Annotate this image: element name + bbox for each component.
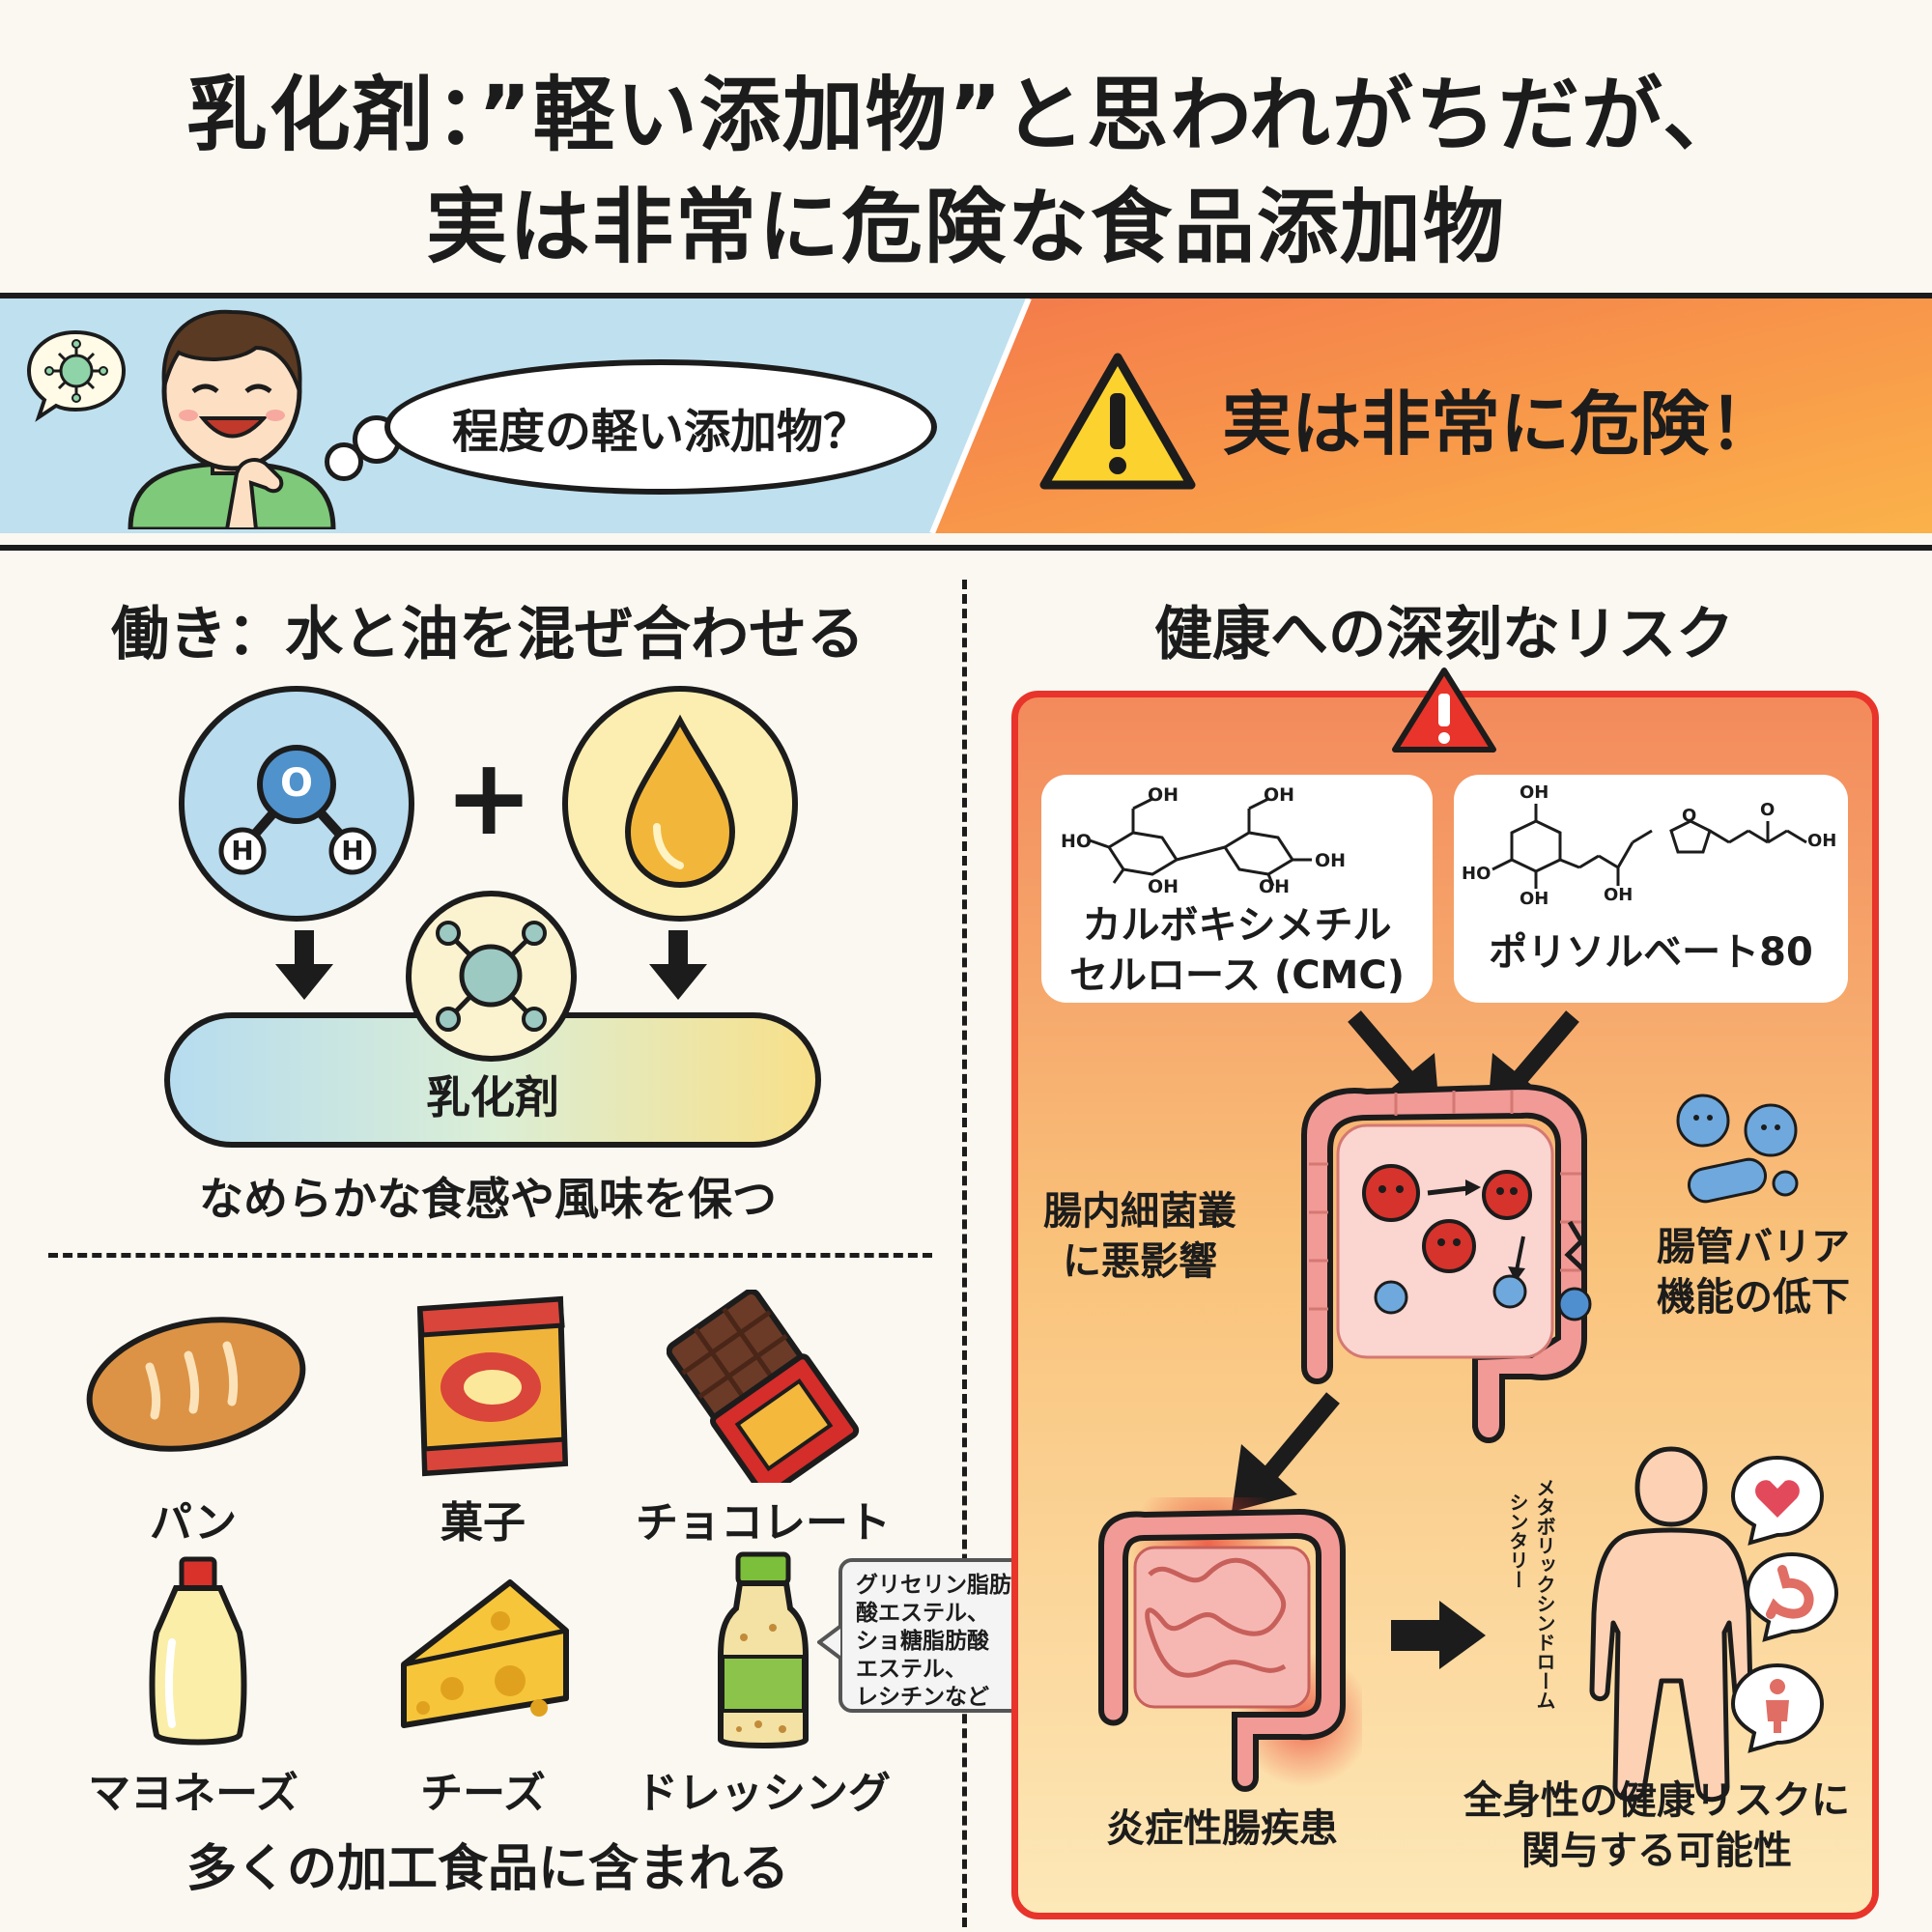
callout-line: グリセリン脂肪 xyxy=(856,1573,1011,1598)
food-label-chocolate: チョコレート xyxy=(636,1498,891,1548)
question-text: 程度の軽い添加物？ xyxy=(451,405,869,459)
emulsifier-label: 乳化剤 xyxy=(426,1071,559,1123)
water-circle: O H H xyxy=(179,686,414,922)
poly-o-ring: O xyxy=(1682,806,1697,826)
polysorbate-structure xyxy=(1492,804,1807,889)
microbiome-line1: 腸内細菌叢 xyxy=(1043,1189,1236,1234)
water-molecule-icon xyxy=(218,745,377,875)
plus-sign: + xyxy=(444,735,534,859)
callout-line: ショ糖脂肪酸 xyxy=(856,1629,989,1654)
snack-bag-icon xyxy=(416,1295,569,1477)
emulsifier-bar: 乳化剤 xyxy=(164,1012,821,1148)
poly-oh-3: OH xyxy=(1604,885,1634,905)
food-label-confectionery: 菓子 xyxy=(440,1498,526,1548)
foods-caption: 多くの加工食品に含まれる xyxy=(185,1840,789,1898)
barrier-line2: 機能の低下 xyxy=(1657,1275,1850,1320)
thought-dot-small xyxy=(325,442,363,481)
red-warning-icon xyxy=(1392,668,1496,753)
systemic-risk-label: 全身性の健康リスクに 関与する可能性 xyxy=(1449,1776,1864,1876)
large-intestine-illustration xyxy=(1301,1083,1592,1443)
food-label-dressing: ドレッシング xyxy=(636,1769,891,1818)
stomach-icon xyxy=(1745,1551,1839,1642)
callout-line: エステル、 xyxy=(856,1657,967,1682)
function-caption: なめらかな食感や風味を保つ xyxy=(199,1173,777,1225)
barrier-label: 腸管バリア 機能の低下 xyxy=(1642,1222,1864,1322)
cmc-oh-1: OH xyxy=(1148,784,1179,806)
barrier-line1: 腸管バリア xyxy=(1657,1225,1850,1269)
chocolate-icon xyxy=(667,1290,860,1483)
mayonnaise-icon xyxy=(149,1556,247,1746)
callout-line: レシチンなど xyxy=(856,1685,989,1710)
bad-bacteria-group xyxy=(1362,1164,1532,1273)
systemic-line1: 全身性の健康リスクに xyxy=(1463,1778,1850,1823)
heart-icon xyxy=(1730,1455,1825,1546)
main-title-line2: 実は非常に危険な食品添加物 xyxy=(425,180,1506,274)
cmc-ho-1: HO xyxy=(1061,831,1093,852)
danger-heading: 実は非常に危険！ xyxy=(1222,384,1779,465)
poly-oh-1: OH xyxy=(1520,782,1549,803)
cmc-structure xyxy=(1089,797,1312,887)
cmc-oh-4: OH xyxy=(1148,876,1179,897)
callout-pointer xyxy=(817,1623,842,1662)
arrow-to-body-icon xyxy=(1391,1601,1486,1669)
food-label-mayonnaise: マヨネーズ xyxy=(88,1769,298,1818)
systemic-line2: 関与する可能性 xyxy=(1521,1829,1792,1873)
food-label-bread: パン xyxy=(149,1498,238,1548)
poly-ho-1: HO xyxy=(1462,864,1492,884)
cmc-label-line1: カルボキシメチル xyxy=(1082,903,1392,948)
poly-oh-4: OH xyxy=(1807,831,1837,851)
cmc-oh-3: OH xyxy=(1315,850,1347,871)
emulsifier-types-callout: グリセリン脂肪 酸エステル、 ショ糖脂肪酸 エステル、 レシチンなど xyxy=(838,1558,1041,1713)
horizontal-divider xyxy=(48,1253,932,1258)
callout-line: 酸エステル、 xyxy=(856,1601,989,1626)
cmc-label: カルボキシメチル セルロース (CMC) xyxy=(1041,900,1433,1001)
inflamed-intestine-illustration xyxy=(1098,1497,1362,1792)
cmc-oh-2: OH xyxy=(1264,784,1295,806)
arrow-to-ibd-icon xyxy=(1232,1392,1340,1512)
question-bubble: 程度の軽い添加物？ xyxy=(384,359,937,495)
cheese-icon xyxy=(401,1579,569,1728)
thinking-man-illustration xyxy=(128,309,336,529)
oxygen-label: O xyxy=(279,761,313,806)
bread-icon xyxy=(86,1317,306,1452)
good-bacteria-icon xyxy=(1676,1094,1799,1204)
polysorbate-label: ポリソルベート80 xyxy=(1489,930,1813,975)
hydrogen-label-right: H xyxy=(341,835,364,867)
hydrogen-label-left: H xyxy=(231,835,254,867)
poly-oh-2: OH xyxy=(1520,889,1549,909)
emulsifier-molecule-icon xyxy=(436,921,547,1032)
oil-circle xyxy=(562,686,798,922)
oil-drop-icon xyxy=(624,714,736,889)
main-title-line1: 乳化剤：”軽い添加物”と思われがちだが、 xyxy=(185,68,1747,162)
cmc-label-line2: セルロース (CMC) xyxy=(1068,953,1405,998)
arrow-down-right-icon xyxy=(649,930,707,1000)
cmc-oh-5: OH xyxy=(1259,876,1291,897)
metabolic-syndrome-sublabel: シンタリー xyxy=(1506,1492,1529,1589)
cmc-card: OH OH HO OH OH OH カルボキシメチル セルロース (CMC) xyxy=(1041,775,1433,1003)
metabolic-syndrome-label: メタボリックシンドローム xyxy=(1533,1478,1556,1710)
poly-o-ketone: O xyxy=(1760,800,1776,820)
dressing-bottle-icon xyxy=(718,1551,809,1748)
virus-speech-icon xyxy=(27,329,127,422)
function-heading: 働き：水と油を混ぜ合わせる xyxy=(111,601,865,668)
ibd-label: 炎症性腸疾患 xyxy=(1106,1806,1338,1851)
person-risk-icon xyxy=(1730,1662,1825,1753)
polysorbate-card: OH HO OH OH O O OH ポリソルベート80 xyxy=(1454,775,1848,1003)
vertical-divider xyxy=(962,580,967,1927)
emulsifier-circle xyxy=(406,891,577,1062)
microbiome-line2: に悪影響 xyxy=(1063,1239,1217,1284)
arrow-down-left-icon xyxy=(275,930,333,1000)
human-body-illustration xyxy=(1589,1446,1753,1803)
food-label-cheese: チーズ xyxy=(420,1769,546,1818)
warning-icon xyxy=(1039,353,1196,490)
microbiome-label: 腸内細菌叢 に悪影響 xyxy=(1029,1186,1251,1287)
risk-heading: 健康への深刻なリスク xyxy=(1154,601,1734,668)
